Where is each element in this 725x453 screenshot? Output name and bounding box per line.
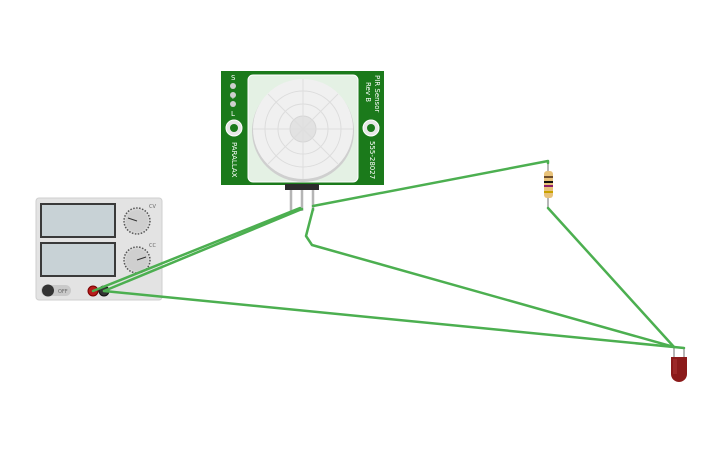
wire-psu-to-led[interactable] [102, 289, 686, 350]
pir-pin-l-label: L [231, 110, 235, 118]
pir-fresnel-lens [252, 79, 354, 182]
current-display [40, 242, 116, 277]
pir-header [285, 184, 319, 190]
power-supply[interactable]: CV CC OFF [35, 197, 163, 301]
resistor[interactable] [544, 162, 553, 208]
pir-vendor-label: PARALLAX [230, 142, 238, 178]
current-knob[interactable] [123, 246, 151, 274]
knob2-label: CC [149, 243, 156, 249]
pir-pin-s-label: S [231, 74, 236, 82]
wire-psu-positive-to-pir[interactable] [91, 206, 302, 293]
pir-pin-minus-pad [230, 101, 236, 107]
pir-part-number-label: 555-28027 [368, 141, 376, 179]
power-switch[interactable]: OFF [41, 284, 71, 297]
led[interactable] [671, 347, 687, 382]
resistor-body [544, 171, 553, 198]
voltage-display [40, 203, 116, 238]
pir-pin-s-pad [230, 83, 236, 89]
wire-pir-to-led[interactable] [304, 207, 676, 349]
pir-revision-label: Rev B [364, 82, 372, 102]
pir-sensor[interactable]: S + - L PARALLAX PIR Sensor Rev B 555-28… [221, 71, 384, 211]
wire-pir-to-resistor[interactable] [311, 159, 550, 208]
pir-pin-plus-pad [230, 92, 236, 98]
pir-title-label: PIR Sensor [373, 75, 381, 112]
wire-resistor-to-led[interactable] [546, 206, 676, 349]
power-switch-label: OFF [58, 289, 68, 295]
wire-psu-negative-to-pir[interactable] [102, 207, 304, 293]
voltage-knob[interactable] [123, 207, 151, 235]
knob1-label: CV [149, 204, 156, 210]
wires [91, 159, 686, 350]
